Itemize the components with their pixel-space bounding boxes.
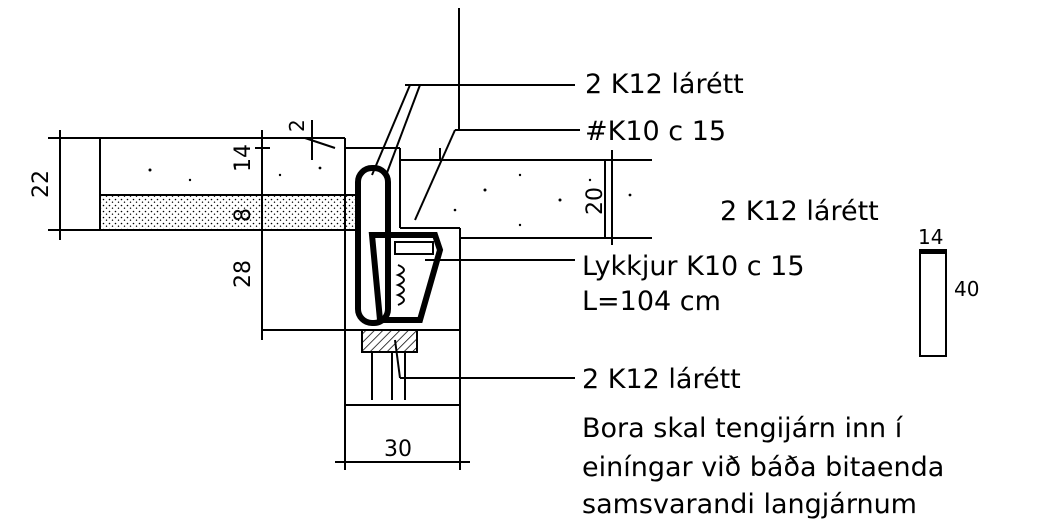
dim-slab-total: 22 xyxy=(29,170,54,198)
label-mesh: #K10 c 15 xyxy=(585,116,726,147)
stirrup-main xyxy=(355,165,391,326)
leader-lines xyxy=(371,84,580,379)
anchor-plate xyxy=(394,241,434,255)
label-loops-1: Lykkjur K10 c 15 xyxy=(582,251,805,282)
dim-section-width: 14 xyxy=(918,225,943,249)
dim-slab-bottom: 8 xyxy=(231,208,256,222)
label-loops-2: L=104 cm xyxy=(582,286,721,317)
left-slab xyxy=(48,137,400,231)
stirrup-loop xyxy=(368,232,444,323)
bearing-pad xyxy=(361,329,418,353)
right-slab xyxy=(399,148,652,239)
dim-slab-right: 20 xyxy=(583,187,608,215)
dim-beam-height: 28 xyxy=(231,260,256,288)
note-line-1: Bora skal tengijárn inn í xyxy=(582,413,904,444)
note-line-2: einíngar við báða bitaenda xyxy=(582,452,944,483)
concrete-texture xyxy=(148,163,632,227)
label-bottom-bar: 2 K12 lárétt xyxy=(582,364,741,395)
dimension-lines xyxy=(52,120,620,470)
label-top-bar: 2 K12 lárétt xyxy=(585,69,744,100)
note-line-3: samsvarandi langjárnum xyxy=(582,489,917,520)
dim-slab-top: 14 xyxy=(231,144,256,172)
label-right-bar: 2 K12 lárétt xyxy=(720,196,879,227)
spiral xyxy=(395,264,405,306)
dim-joint-gap: 2 xyxy=(285,119,309,132)
dim-section-height: 40 xyxy=(954,277,979,301)
section-profile xyxy=(919,249,947,357)
beam xyxy=(262,148,461,331)
dim-beam-width: 30 xyxy=(384,437,412,462)
